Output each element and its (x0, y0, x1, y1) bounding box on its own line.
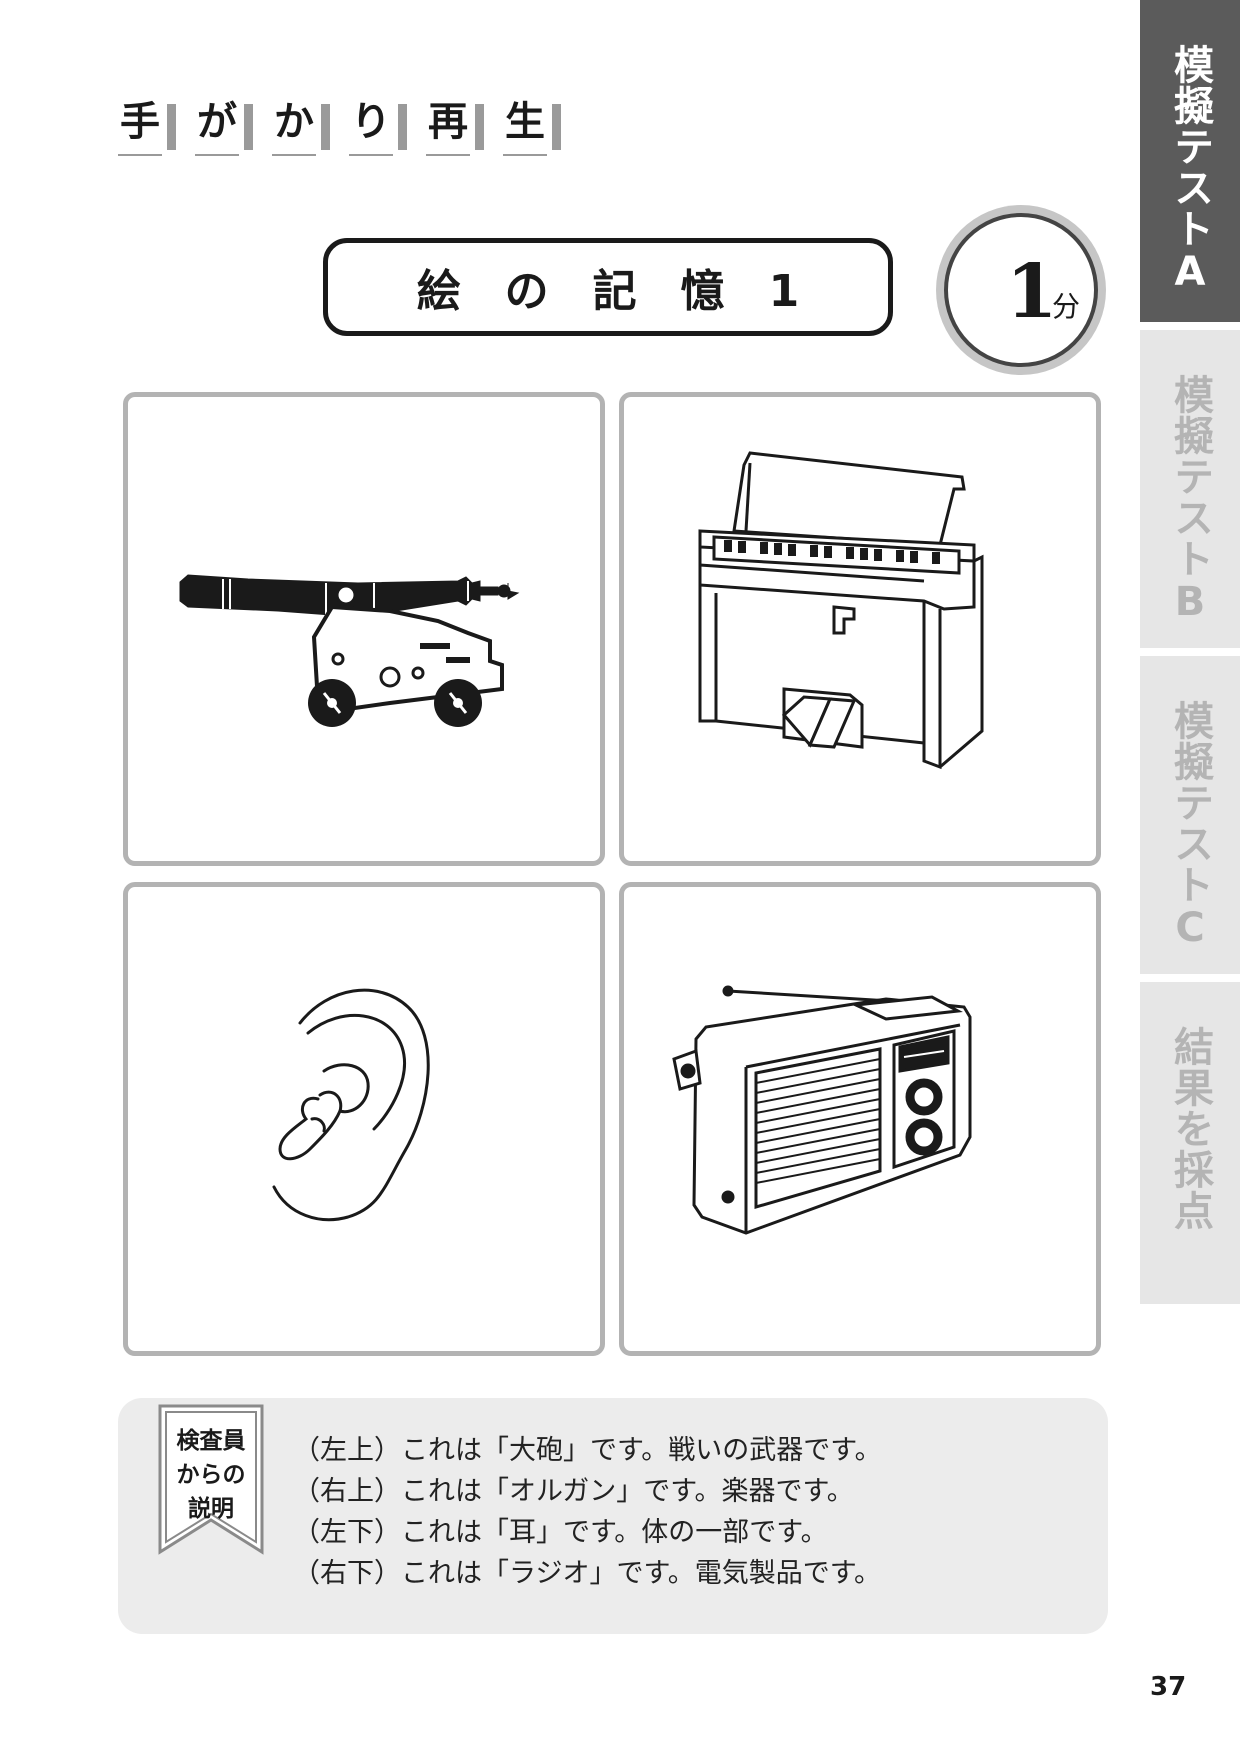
explanation-line: （左下）これは「耳」です。体の一部です。 (293, 1517, 828, 1548)
page-number: 37 (1150, 1672, 1187, 1702)
badge-line: 検査員 (176, 1428, 246, 1454)
organ-icon (698, 451, 984, 770)
picture-panel-top-right (619, 392, 1101, 866)
heading-char: が (195, 100, 253, 158)
tab-label: 模擬テストB (1167, 374, 1213, 626)
heading-char: 再 (426, 100, 484, 158)
page-title: 絵の記憶1 (323, 238, 893, 336)
timer-unit: 分 (1052, 290, 1081, 323)
tab-test-b[interactable]: 模擬テストB (1140, 330, 1240, 648)
timer-number: 1 (1006, 249, 1058, 335)
cannon-icon (179, 574, 520, 727)
tab-results[interactable]: 結果を採点 (1140, 982, 1240, 1304)
heading-char: か (272, 100, 330, 158)
heading-char: り (349, 100, 407, 158)
badge-line: からの (176, 1462, 246, 1488)
explanation-line: （右下）これは「ラジオ」です。電気製品です。 (293, 1558, 882, 1589)
explanation-line: （左上）これは「大砲」です。戦いの武器です。 (293, 1435, 882, 1466)
picture-panel-bottom-right (619, 882, 1101, 1356)
badge-line: 説明 (188, 1496, 234, 1522)
picture-panel-bottom-left (123, 882, 605, 1356)
examiner-badge: 検査員 からの 説明 (156, 1402, 266, 1560)
picture-panel-top-left (123, 392, 605, 866)
tab-test-a[interactable]: 模擬テストA (1140, 0, 1240, 322)
tab-label: 模擬テストA (1167, 44, 1213, 296)
section-heading: 手 が か り 再 生 (118, 100, 580, 158)
explanation-line: （右上）これは「オルガン」です。楽器です。 (293, 1476, 854, 1507)
tab-test-c[interactable]: 模擬テストC (1140, 656, 1240, 974)
timer-face: 1 分 (944, 213, 1098, 367)
explanation-lines: （左上）これは「大砲」です。戦いの武器です。 （右上）これは「オルガン」です。楽… (293, 1430, 882, 1594)
radio-icon (672, 985, 972, 1235)
timer-badge: 1 分 (936, 205, 1106, 375)
heading-char: 手 (118, 100, 176, 158)
heading-char: 生 (503, 100, 561, 158)
tab-label: 模擬テストC (1167, 700, 1213, 952)
examiner-explanation: 検査員 からの 説明 （左上）これは「大砲」です。戦いの武器です。 （右上）これ… (118, 1398, 1108, 1634)
ear-icon (272, 988, 430, 1222)
tab-label: 結果を採点 (1167, 1026, 1213, 1231)
